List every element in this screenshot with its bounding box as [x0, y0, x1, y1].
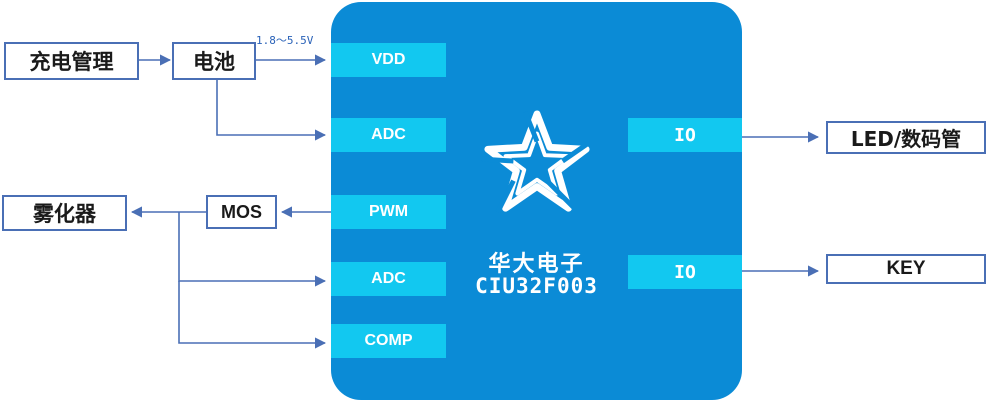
- pin-adc-atomizer-label: ADC: [371, 270, 406, 287]
- atomizer-label: 雾化器: [33, 202, 96, 226]
- battery-box: 电池: [172, 42, 256, 80]
- atomizer-box: 雾化器: [2, 195, 127, 231]
- mos-label: MOS: [220, 201, 262, 222]
- pin-comp: COMP: [331, 324, 446, 358]
- pin-comp-label: COMP: [364, 332, 413, 349]
- key-box: KEY: [826, 254, 986, 284]
- pin-pwm: PWM: [331, 195, 446, 229]
- pin-io-key-label: IO: [674, 261, 696, 283]
- huada-star-logo-icon: [481, 110, 593, 214]
- pin-vdd: VDD: [331, 43, 446, 77]
- key-label: KEY: [886, 258, 926, 279]
- wire-battery-to-adc: [216, 79, 327, 141]
- wire-atomizer-to-comp: [178, 281, 327, 349]
- led-display-box: LED/数码管: [826, 121, 986, 154]
- pin-io-led: IO: [628, 118, 742, 152]
- charging-management-label: 充电管理: [29, 50, 114, 74]
- led-display-label: LED/数码管: [850, 127, 962, 151]
- pin-adc-battery: ADC: [331, 118, 446, 152]
- pin-pwm-label: PWM: [368, 203, 409, 220]
- chip-model-number: CIU32F003: [475, 274, 598, 298]
- mos-box: MOS: [206, 195, 277, 229]
- chip-brand-name: 华大电子: [488, 252, 585, 277]
- voltage-range-label: 1.8～5.5V: [256, 34, 314, 47]
- pin-adc-battery-label: ADC: [371, 126, 406, 143]
- pin-adc-atomizer: ADC: [331, 262, 446, 296]
- pin-io-key: IO: [628, 255, 742, 289]
- battery-label: 电池: [193, 50, 235, 74]
- pin-io-led-label: IO: [674, 124, 696, 146]
- charging-management-box: 充电管理: [4, 42, 139, 80]
- pin-vdd-label: VDD: [371, 51, 406, 68]
